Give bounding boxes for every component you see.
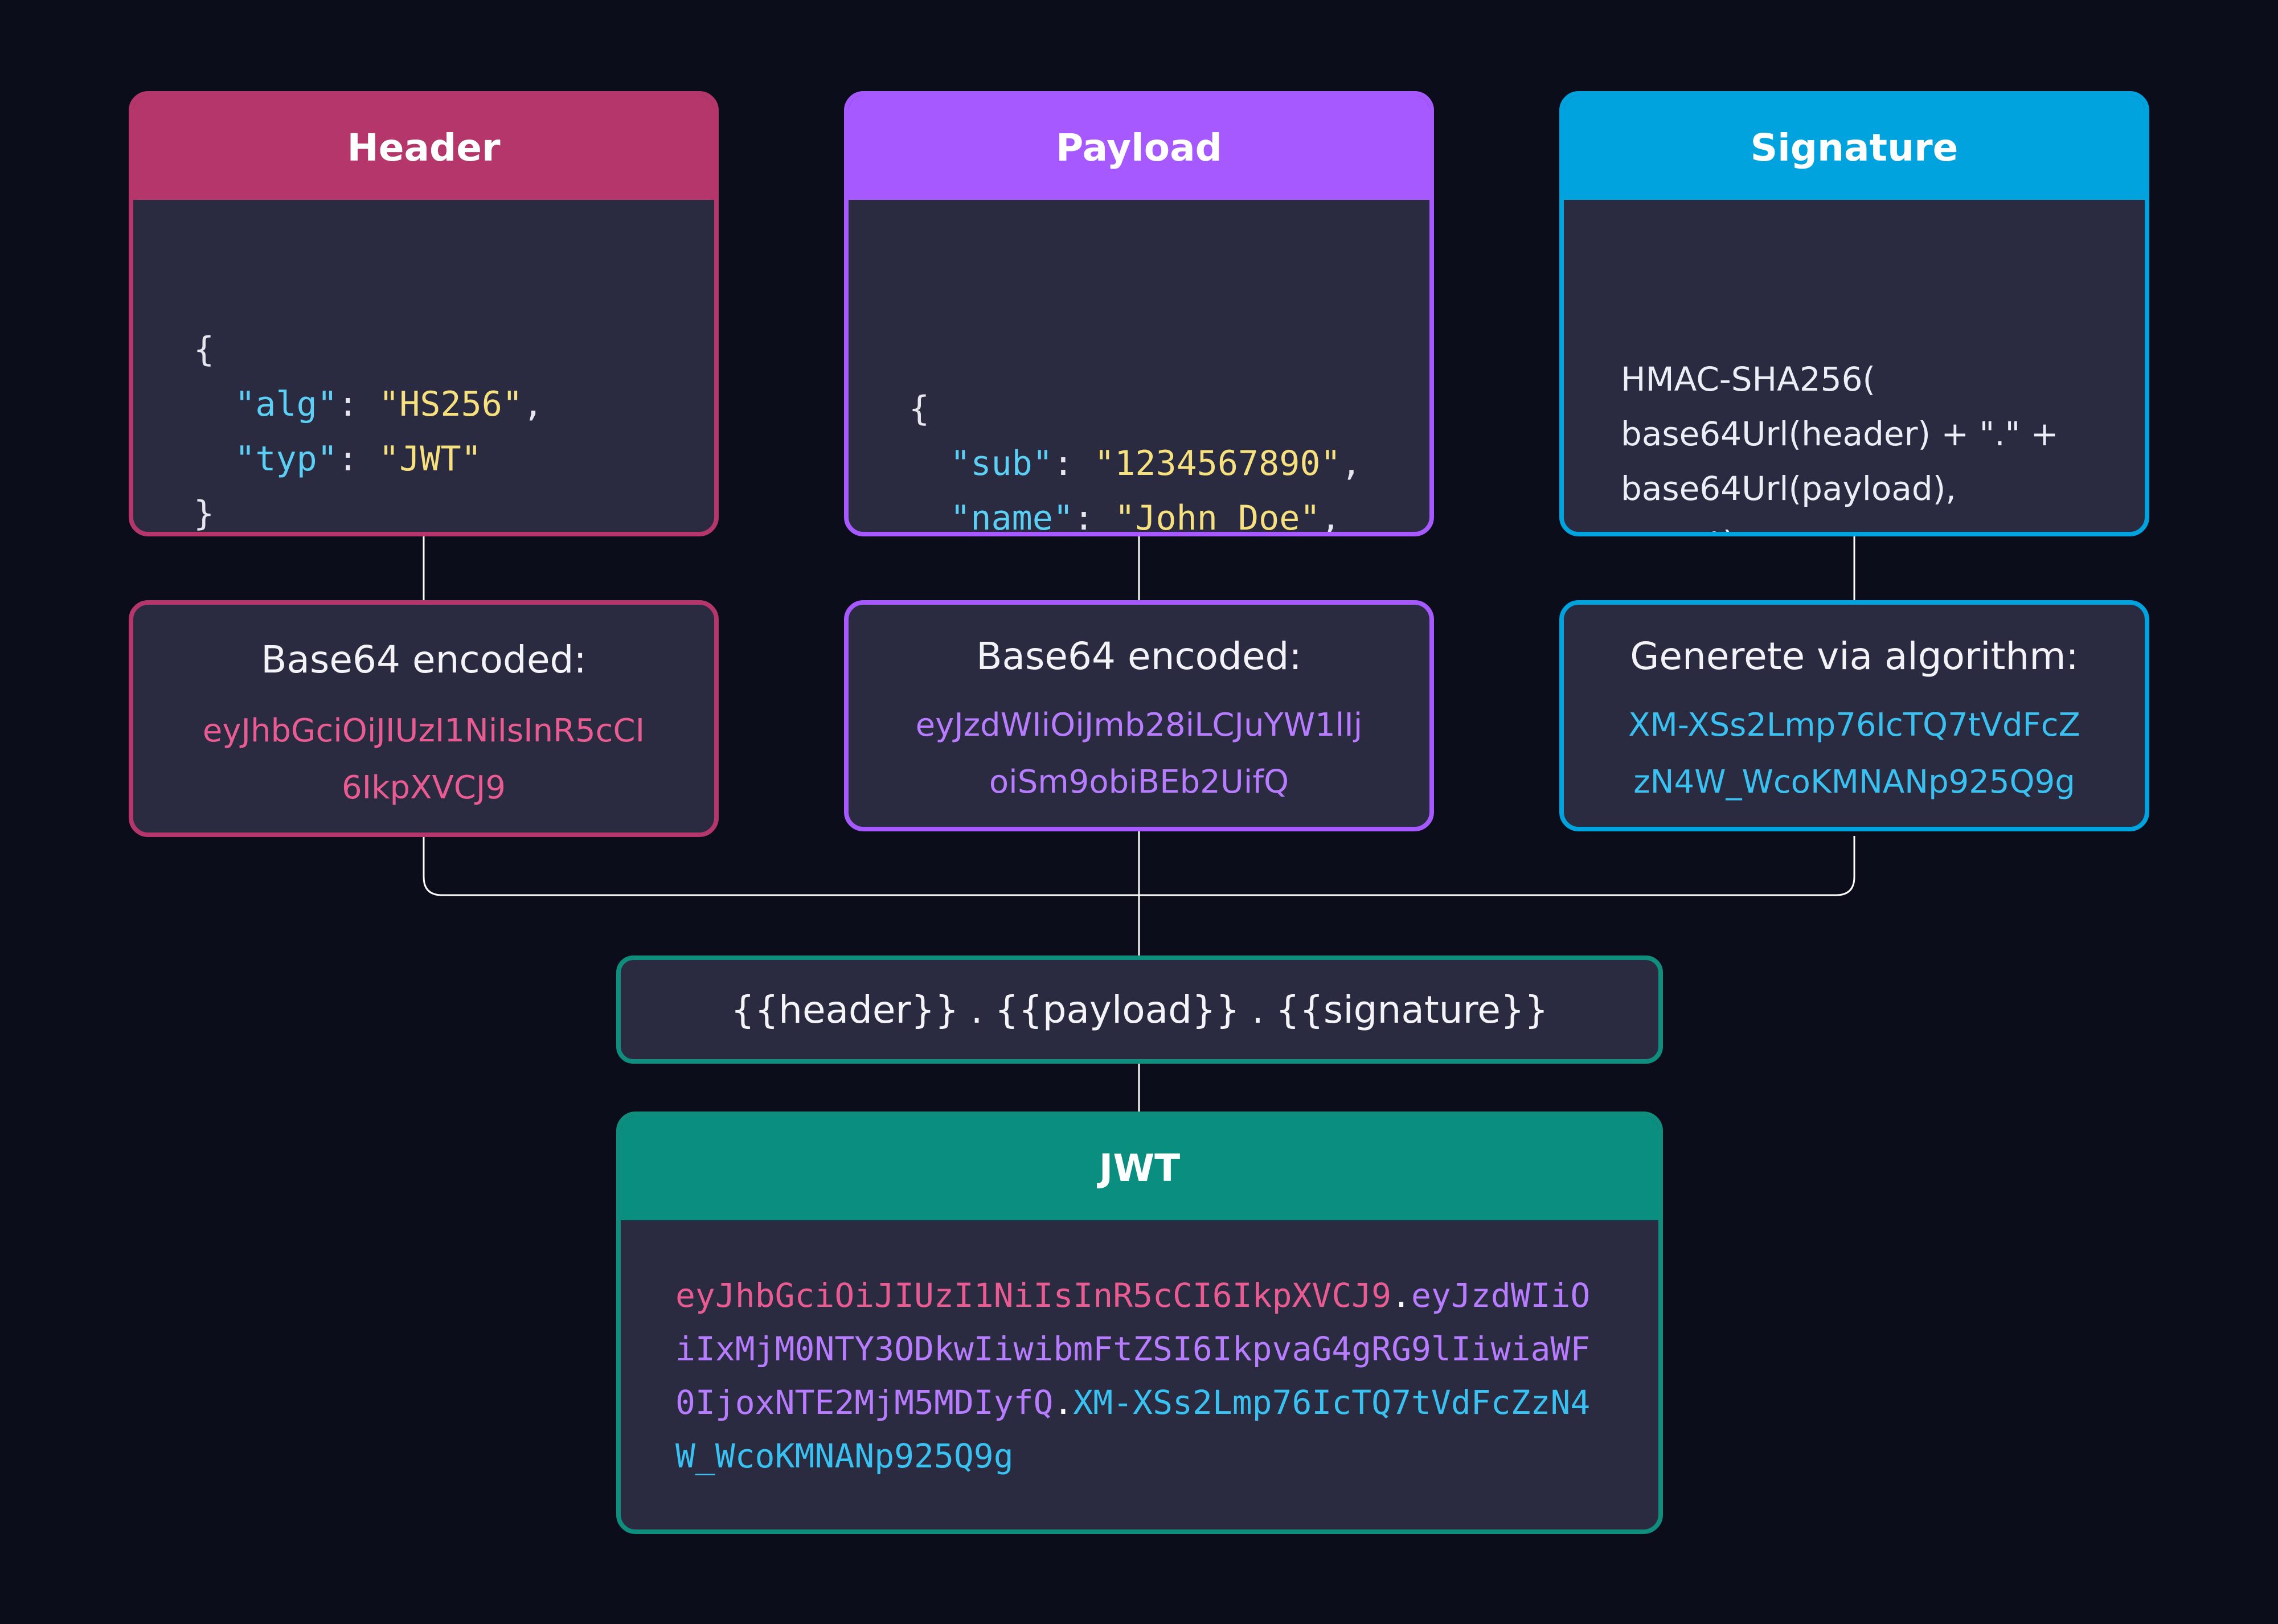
signature-encoded-value: XM-XSs2Lmp76IcTQ7tVdFcZ zN4W_WcoKMNANp92… (1628, 707, 2080, 801)
json-key: "typ" (235, 439, 338, 479)
jwt-card: JWT eyJhbGciOiJIUzI1NiIsInR5cCI6IkpXVCJ9… (616, 1112, 1663, 1534)
jwt-dot: . (1391, 1276, 1412, 1315)
payload-encoded-label: Base64 encoded: (976, 634, 1302, 678)
json-open-brace: { (909, 389, 930, 429)
signature-formula: HMAC-SHA256( base64Url(header) + "." + b… (1564, 352, 2145, 532)
jwt-payload-part: eyJzdWIiOiIxMjM0NTY3ODkwIiwibmFtZSI6Ikpv… (675, 1276, 1591, 1422)
signature-encoded-box: Generete via algorithm: XM-XSs2Lmp76IcTQ… (1559, 600, 2149, 831)
signature-formula-line: base64Url(payload), (1621, 469, 1956, 508)
payload-encoded-value: eyJzdWIiOiJmb28iLCJuYW1lIj oiSm9obiBEb2U… (915, 707, 1363, 801)
signature-formula-line: base64Url(header) + "." + (1621, 415, 2059, 453)
header-json: { "alg": "HS256", "typ": "JWT" } (194, 330, 544, 534)
jwt-signature-part: XM-XSs2Lmp76IcTQ7tVdFcZzN4W_WcoKMNANp925… (675, 1383, 1591, 1475)
payload-json: { "sub": "1234567890", "name": "John Doe… (849, 327, 1429, 536)
concat-template: {{header}} . {{payload}} . {{signature}} (616, 955, 1663, 1064)
signature-formula-line: HMAC-SHA256( (1621, 360, 1876, 399)
payload-encoded-box: Base64 encoded: eyJzdWIiOiJmb28iLCJuYW1l… (844, 600, 1434, 831)
payload-card-title: Payload (849, 96, 1429, 200)
jwt-dot: . (1053, 1383, 1074, 1422)
json-close-brace: } (194, 494, 215, 534)
signature-card: Signature HMAC-SHA256( base64Url(header)… (1559, 91, 2149, 536)
signature-card-title: Signature (1564, 96, 2145, 200)
json-value: "HS256" (379, 384, 523, 424)
json-key: "sub" (950, 444, 1053, 483)
json-value: "JWT" (379, 439, 482, 479)
json-value: "John Doe" (1115, 498, 1321, 536)
signature-formula-line: secret) (1621, 516, 2145, 532)
header-encoded-box: Base64 encoded: eyJhbGciOiJIUzI1NiIsInR5… (129, 600, 719, 837)
json-key: "alg" (235, 384, 338, 424)
json-key: "name" (950, 498, 1074, 536)
header-encoded-value: eyJhbGciOiJIUzI1NiIsInR5cCI 6IkpXVCJ9 (202, 712, 645, 806)
payload-card: Payload { "sub": "1234567890", "name": "… (844, 91, 1434, 536)
header-encoded-label: Base64 encoded: (261, 638, 587, 682)
header-card: Header { "alg": "HS256", "typ": "JWT" } (129, 91, 719, 536)
signature-encoded-label: Generete via algorithm: (1630, 634, 2079, 678)
json-value: "1234567890" (1094, 444, 1341, 483)
jwt-card-title: JWT (621, 1116, 1658, 1220)
jwt-token: eyJhbGciOiJIUzI1NiIsInR5cCI6IkpXVCJ9.eyJ… (621, 1269, 1658, 1483)
json-open-brace: { (194, 330, 215, 370)
header-card-title: Header (133, 96, 714, 200)
jwt-header-part: eyJhbGciOiJIUzI1NiIsInR5cCI6IkpXVCJ9 (675, 1276, 1392, 1315)
